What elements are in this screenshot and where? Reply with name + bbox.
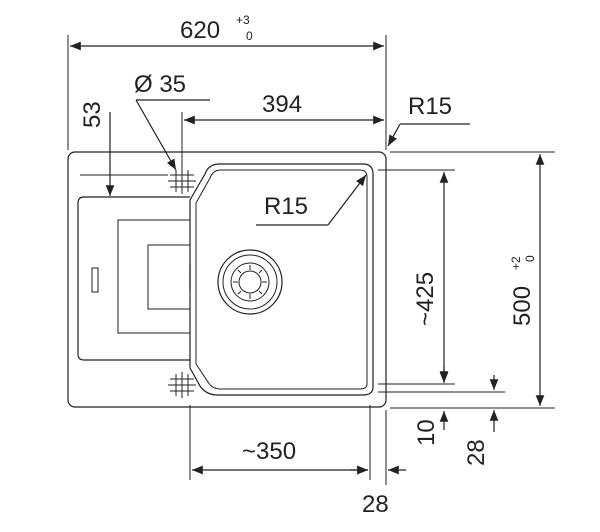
tap-hole-cross-icon [168,168,196,194]
overall-width-tol-lower: 0 [246,29,253,43]
overall-depth-tol-upper: +2 [509,256,523,270]
inner-radius-leader [256,174,367,226]
left-offset-label: 53 [79,101,106,128]
overflow-slot [91,267,99,293]
inner-radius-label: R15 [264,193,308,220]
bowl-depth-label: ~425 [412,272,439,326]
extension-lines [67,35,555,485]
sink-rim [67,151,387,408]
right-margin-label: 28 [362,491,389,518]
outer-radius-label: R15 [408,93,452,120]
sink-outline [67,151,387,408]
tap-hole-cross-icon [168,372,196,398]
outer-radius-leader [387,123,470,147]
drain-strainer-icon [217,249,283,315]
hole-diameter-leader [135,99,210,171]
hole-diameter-label: Ø 35 [134,71,186,98]
bowl [189,163,374,396]
overall-depth-label: 500 [509,286,536,326]
drainer-tray [77,196,190,361]
bottom-margin-28-label: 28 [463,439,490,466]
bowl-bottom-width-label: ~350 [242,438,296,465]
overall-depth-tol-lower: 0 [523,255,537,262]
overall-width-label: 620 [180,17,220,44]
bottom-margin-10-label: 10 [413,419,440,446]
bowl-width-label: 394 [262,91,302,118]
overall-width-tol-upper: +3 [236,13,250,27]
